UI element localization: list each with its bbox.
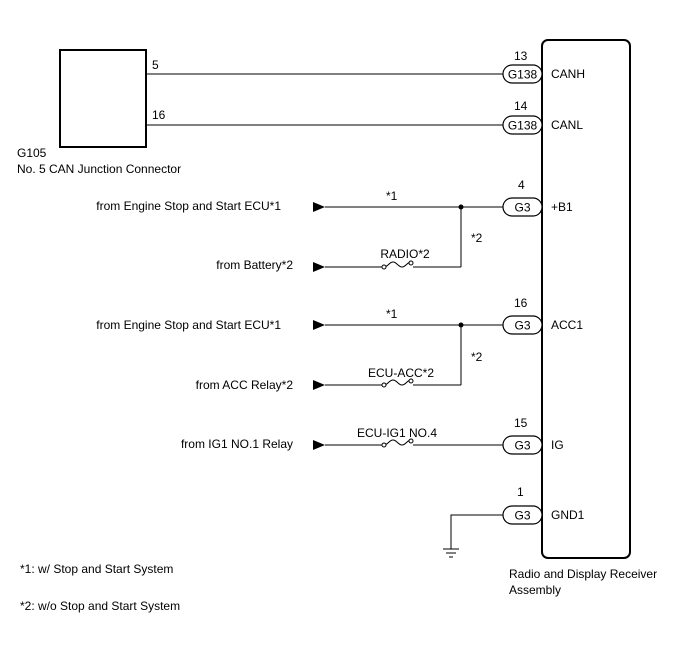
connector-label-acc1: G3: [514, 319, 530, 333]
fuse-ecu-acc-symbol: [383, 379, 412, 386]
signal-gnd1: GND1: [551, 508, 585, 522]
fuse-ecu-acc-terminal-left: [381, 382, 387, 388]
connector-label-canh: G138: [508, 68, 538, 82]
junction-name: No. 5 CAN Junction Connector: [17, 162, 181, 176]
connector-label-canl: G138: [508, 119, 538, 133]
receiver-name-line2: Assembly: [509, 583, 561, 597]
mark-star2-acc: *2: [471, 350, 483, 364]
ground-wire: [450, 514, 503, 549]
connector-g3-acc1: [502, 315, 543, 335]
signal-acc1: ACC1: [551, 318, 583, 332]
junction-pin-canl: 16: [152, 108, 166, 122]
pin-number-acc1: 16: [514, 296, 528, 310]
arrow-ig1-relay: [313, 440, 325, 450]
fuse-radio-terminal-right: [408, 260, 414, 266]
fuse-radio-symbol: [383, 261, 412, 268]
pin-number-gnd1: 1: [517, 485, 524, 499]
fuse-radio-terminal-left: [381, 264, 387, 270]
fuse-radio-label: RADIO*2: [380, 247, 430, 261]
connector-g3-ig: [502, 435, 543, 455]
fuse-ecu-acc-terminal-right: [408, 378, 414, 384]
fuse-ecu-ig1-symbol: [383, 439, 412, 446]
ground-icon: [443, 548, 459, 558]
signal-canh: CANH: [551, 67, 585, 81]
source-engine-ecu-acc: from Engine Stop and Start ECU*1: [96, 318, 281, 332]
receiver-name-line1: Radio and Display Receiver: [509, 567, 657, 581]
source-acc-relay: from ACC Relay*2: [196, 378, 294, 392]
footnote-1: *1: w/ Stop and Start System: [20, 562, 173, 576]
signal-b1: +B1: [551, 200, 573, 214]
pin-number-ig: 15: [514, 416, 528, 430]
mark-star1-acc: *1: [386, 307, 398, 321]
connector-label-b1: G3: [514, 201, 530, 215]
fuse-ecu-acc-label: ECU-ACC*2: [368, 366, 434, 380]
connector-g138-canh: [502, 64, 543, 84]
pin-number-canh: 13: [514, 49, 528, 63]
connector-g3-b1: [502, 197, 543, 217]
fuse-ecu-ig1-label: ECU-IG1 NO.4: [357, 426, 437, 440]
source-engine-ecu-b1: from Engine Stop and Start ECU*1: [96, 199, 281, 213]
pin-number-b1: 4: [518, 178, 525, 192]
fuse-ecu-ig1-terminal-left: [381, 442, 387, 448]
mark-star2-b1: *2: [471, 231, 483, 245]
junction-id: G105: [17, 146, 47, 160]
signal-canl: CANL: [551, 118, 583, 132]
connector-label-ig: G3: [514, 439, 530, 453]
arrow-acc-relay: [313, 380, 325, 390]
footnote-2: *2: w/o Stop and Start System: [20, 599, 180, 613]
arrow-engine-ecu-b1: [313, 202, 325, 212]
signal-ig: IG: [551, 438, 564, 452]
receiver-box: [541, 39, 631, 559]
junction-pin-canh: 5: [152, 58, 159, 72]
fuse-ecu-ig1-terminal-right: [408, 438, 414, 444]
connector-g138-canl: [502, 115, 543, 135]
junction-connector-box: [59, 49, 147, 148]
mark-star1-b1: *1: [386, 189, 398, 203]
connector-label-gnd1: G3: [514, 509, 530, 523]
pin-number-canl: 14: [514, 99, 528, 113]
arrow-engine-ecu-acc: [313, 320, 325, 330]
arrow-battery: [313, 262, 325, 272]
source-battery: from Battery*2: [216, 258, 293, 272]
source-ig1-relay: from IG1 NO.1 Relay: [181, 437, 293, 451]
